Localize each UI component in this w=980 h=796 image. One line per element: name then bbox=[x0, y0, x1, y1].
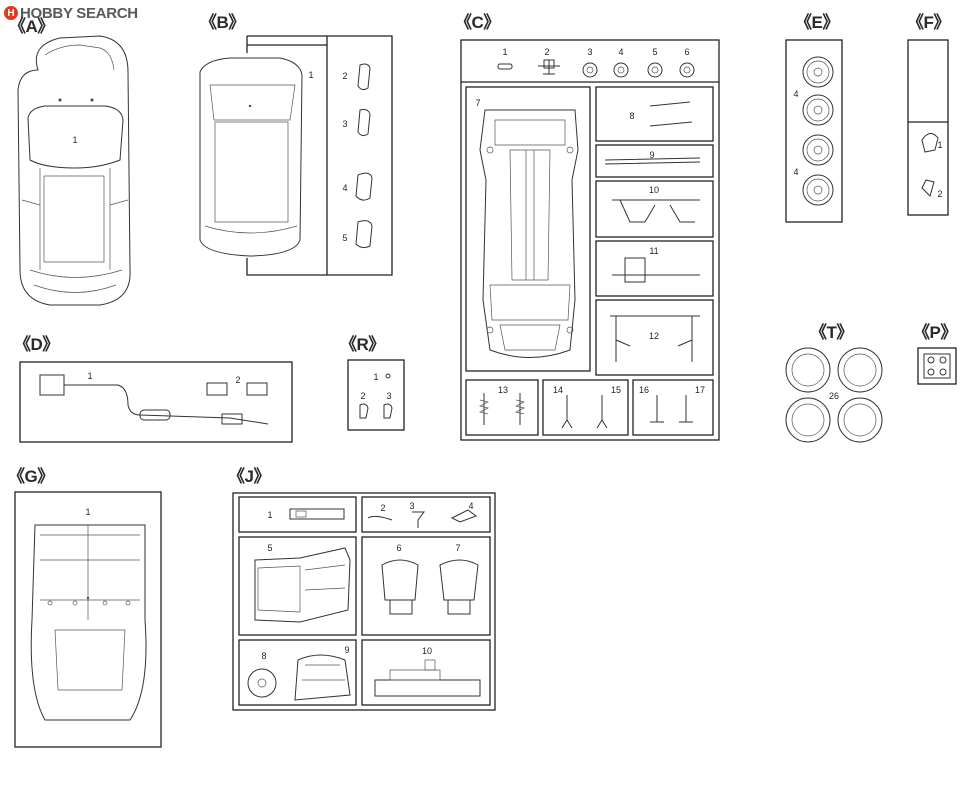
part-g-frame bbox=[14, 491, 162, 748]
part-number-e4-top: 4 bbox=[793, 89, 799, 99]
part-j1-j4-small bbox=[289, 508, 478, 528]
part-number-b5: 5 bbox=[342, 233, 348, 243]
part-number-c1: 1 bbox=[502, 47, 508, 57]
part-f-frame bbox=[907, 39, 949, 216]
part-j10-tray bbox=[374, 659, 481, 697]
part-number-t26: 26 bbox=[828, 391, 840, 401]
part-number-r2: 2 bbox=[360, 391, 366, 401]
part-c7-chassis bbox=[479, 109, 579, 358]
part-number-c7: 7 bbox=[475, 98, 481, 108]
section-label-j: 《J》 bbox=[228, 467, 270, 486]
part-number-c16: 16 bbox=[638, 385, 650, 395]
watermark-badge: H bbox=[4, 6, 18, 20]
section-label-t: 《T》 bbox=[810, 323, 853, 342]
part-number-c6: 6 bbox=[684, 47, 690, 57]
part-number-d2: 2 bbox=[235, 375, 241, 385]
section-label-g: 《G》 bbox=[8, 467, 54, 486]
part-number-c12: 12 bbox=[648, 331, 660, 341]
part-number-b2: 2 bbox=[342, 71, 348, 81]
part-d1-exhaust bbox=[39, 374, 269, 425]
part-number-j8: 8 bbox=[261, 651, 267, 661]
part-number-j7: 7 bbox=[455, 543, 461, 553]
part-d-frame bbox=[19, 361, 293, 443]
part-number-e4-bottom: 4 bbox=[793, 167, 799, 177]
part-number-c13: 13 bbox=[497, 385, 509, 395]
watermark-text: HOBBY SEARCH bbox=[20, 4, 138, 22]
part-c13-c17-shocks bbox=[478, 393, 693, 429]
part-number-g1: 1 bbox=[85, 507, 91, 517]
part-number-j10: 10 bbox=[421, 646, 433, 656]
part-number-b1: 1 bbox=[308, 70, 314, 80]
part-t-tires bbox=[785, 347, 883, 443]
part-number-c3: 3 bbox=[587, 47, 593, 57]
part-number-r3: 3 bbox=[386, 391, 392, 401]
part-c-frame bbox=[460, 39, 720, 441]
part-number-j4: 4 bbox=[468, 501, 474, 511]
section-label-r: 《R》 bbox=[340, 335, 385, 354]
part-number-r1: 1 bbox=[373, 372, 379, 382]
part-b-frame bbox=[246, 35, 393, 276]
section-label-e: 《E》 bbox=[795, 13, 839, 32]
part-e-wheels bbox=[802, 56, 834, 206]
section-label-a: 《A》 bbox=[9, 17, 54, 36]
part-b-lenses bbox=[355, 63, 373, 249]
section-label-d: 《D》 bbox=[14, 335, 59, 354]
part-number-j3: 3 bbox=[409, 501, 415, 511]
part-a1-body bbox=[17, 35, 131, 306]
part-number-j9: 9 bbox=[344, 645, 350, 655]
part-number-f1: 1 bbox=[937, 140, 943, 150]
part-j5-dash bbox=[254, 547, 351, 623]
part-number-j6: 6 bbox=[396, 543, 402, 553]
part-p-frame bbox=[917, 347, 957, 385]
part-number-j1: 1 bbox=[267, 510, 273, 520]
part-number-d1: 1 bbox=[87, 371, 93, 381]
part-e-frame bbox=[785, 39, 843, 223]
part-j8-j9 bbox=[247, 654, 351, 701]
part-number-c14: 14 bbox=[552, 385, 564, 395]
part-j-frame bbox=[232, 492, 496, 711]
part-number-c15: 15 bbox=[610, 385, 622, 395]
part-number-b4: 4 bbox=[342, 183, 348, 193]
part-d2-lights bbox=[206, 382, 268, 396]
part-number-c17: 17 bbox=[694, 385, 706, 395]
watermark: H HOBBY SEARCH bbox=[4, 3, 138, 23]
part-g1-floor bbox=[30, 524, 147, 721]
section-label-b: 《B》 bbox=[200, 13, 245, 32]
part-number-c8: 8 bbox=[629, 111, 635, 121]
part-number-b3: 3 bbox=[342, 119, 348, 129]
part-number-a1: 1 bbox=[72, 135, 78, 145]
section-label-c: 《C》 bbox=[455, 13, 500, 32]
part-b1-roof bbox=[199, 57, 303, 257]
part-r-frame bbox=[347, 359, 405, 431]
part-number-c11: 11 bbox=[649, 246, 659, 256]
part-number-c9: 9 bbox=[649, 150, 655, 160]
part-number-f2: 2 bbox=[937, 189, 943, 199]
part-number-c2: 2 bbox=[544, 47, 550, 57]
part-j6-j7-seats bbox=[381, 559, 479, 615]
section-label-f: 《F》 bbox=[907, 13, 950, 32]
part-c8-c12-rods bbox=[604, 101, 701, 362]
part-number-c10: 10 bbox=[648, 185, 660, 195]
part-number-j5: 5 bbox=[267, 543, 273, 553]
section-label-p: 《P》 bbox=[913, 323, 957, 342]
part-c-small-row bbox=[497, 59, 695, 78]
part-number-j2: 2 bbox=[380, 503, 386, 513]
part-number-c4: 4 bbox=[618, 47, 624, 57]
part-number-c5: 5 bbox=[652, 47, 658, 57]
